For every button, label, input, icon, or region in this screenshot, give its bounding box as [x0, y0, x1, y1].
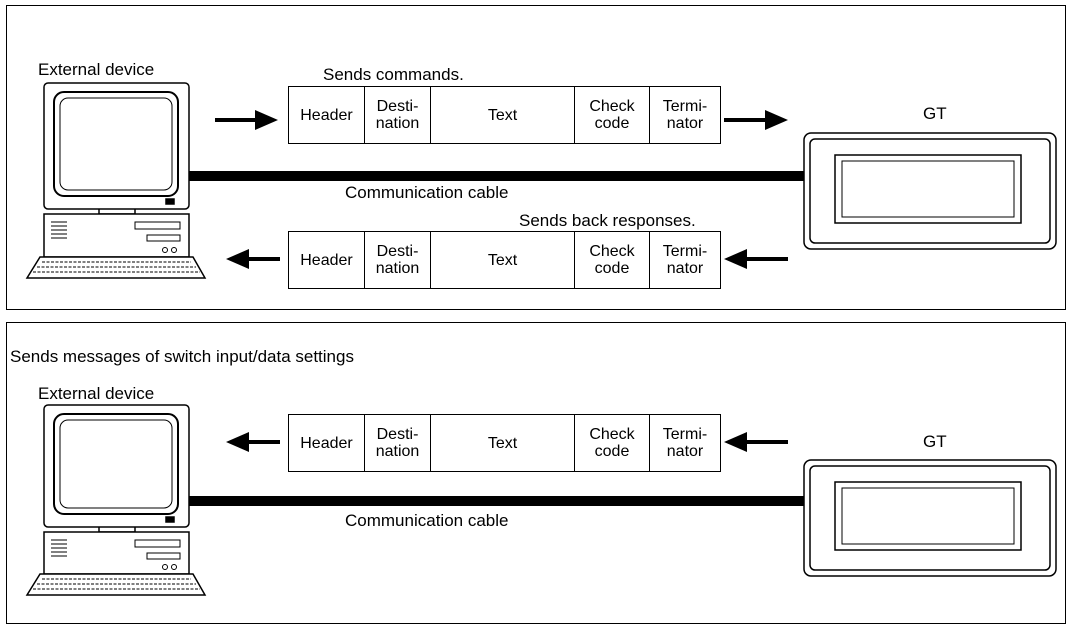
- sends-responses-label: Sends back responses.: [519, 211, 696, 230]
- communication-cable-label: Communication cable: [345, 183, 509, 202]
- frame-field-terminator: Termi- nator: [662, 426, 708, 460]
- arrow-right-icon: [724, 110, 788, 130]
- panel2-graphics: [25, 404, 1057, 596]
- computer-icon: [25, 404, 207, 596]
- frame-field-destination: Desti- nation: [365, 415, 431, 471]
- frame-field-header: Header: [289, 232, 365, 288]
- frame-field-check-code: Check code: [575, 415, 650, 471]
- sends-commands-label: Sends commands.: [323, 65, 464, 84]
- gt-device-icon: [803, 459, 1057, 577]
- external-device-label: External device: [38, 384, 155, 403]
- communication-cable-label: Communication cable: [345, 511, 509, 530]
- arrow-left-icon: [724, 249, 788, 269]
- frame-field-text: Text: [431, 415, 575, 471]
- response-message-frame: Header Desti- nation Text Check code Ter…: [288, 231, 721, 289]
- panel1-graphics: [25, 82, 1057, 279]
- frame-field-terminator: Termi- nator: [662, 243, 708, 277]
- switch-input-message-panel: Sends messages of switch input/data sett…: [6, 322, 1066, 624]
- frame-field-text: Text: [431, 232, 575, 288]
- arrow-left-icon: [226, 249, 280, 269]
- arrow-left-icon: [226, 432, 280, 452]
- arrow-left-icon: [724, 432, 788, 452]
- computer-icon: [25, 82, 207, 279]
- frame-field-terminator: Termi- nator: [662, 98, 708, 132]
- panel-title: Sends messages of switch input/data sett…: [10, 347, 354, 366]
- command-response-panel: External device Sends commands. GT Commu…: [6, 5, 1066, 310]
- frame-field-destination: Desti- nation: [365, 87, 431, 143]
- arrow-right-icon: [215, 110, 278, 130]
- frame-field-header: Header: [289, 415, 365, 471]
- frame-field-text: Text: [431, 87, 575, 143]
- communication-cable: [189, 171, 805, 181]
- frame-field-check-code: Check code: [575, 232, 650, 288]
- gt-label: GT: [923, 104, 947, 123]
- external-device-label: External device: [38, 60, 155, 79]
- communication-cable: [189, 496, 805, 506]
- frame-field-check-code: Check code: [575, 87, 650, 143]
- gt-label: GT: [923, 432, 947, 451]
- gt-device-icon: [803, 132, 1057, 250]
- switch-message-frame: Header Desti- nation Text Check code Ter…: [288, 414, 721, 472]
- command-message-frame: Header Desti- nation Text Check code Ter…: [288, 86, 721, 144]
- frame-field-destination: Desti- nation: [365, 232, 431, 288]
- frame-field-header: Header: [289, 87, 365, 143]
